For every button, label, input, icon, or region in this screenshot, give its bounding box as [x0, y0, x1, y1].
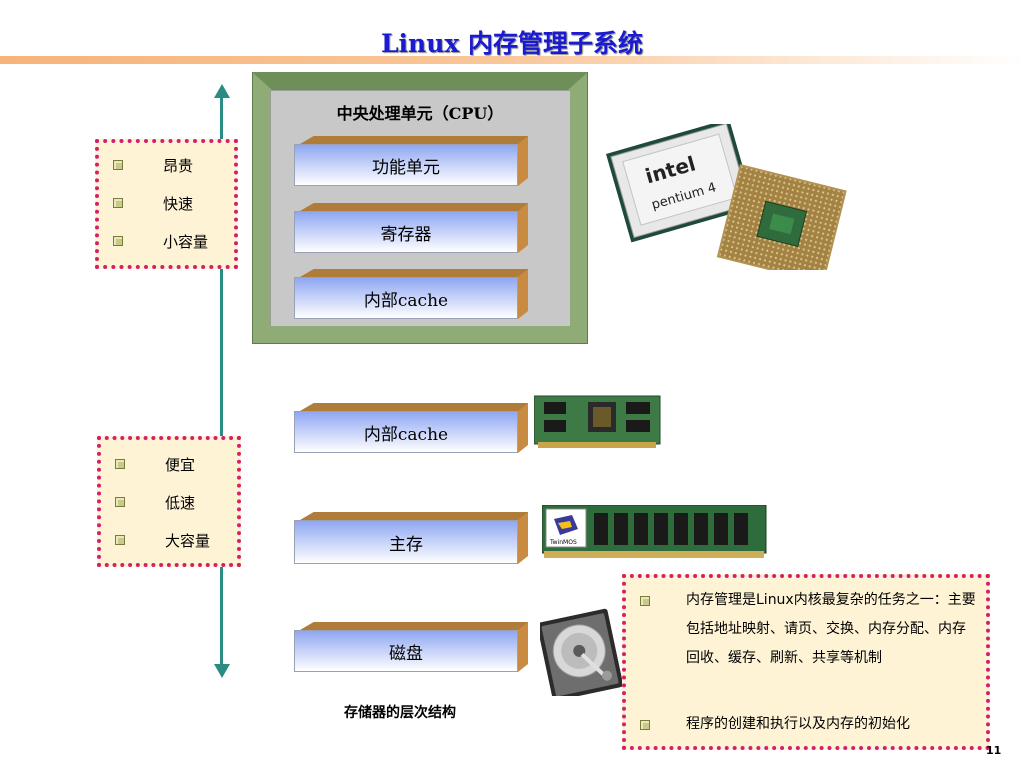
page-number: 11	[986, 744, 1002, 757]
cpu-chip-image: intel pentium 4	[606, 124, 847, 270]
bullet-icon	[113, 236, 123, 246]
unit-label: 磁盘	[294, 630, 518, 672]
bullet-icon	[115, 459, 125, 469]
cpu-cache-unit: 内部cache	[294, 269, 528, 319]
property-label: 大容量	[165, 531, 211, 550]
arrow-down-icon	[214, 664, 230, 678]
bullet-icon	[640, 596, 650, 606]
unit-label: 寄存器	[294, 211, 518, 253]
property-label: 昂贵	[163, 156, 194, 175]
list-item: 便宜	[115, 454, 195, 474]
bullet-icon	[113, 198, 123, 208]
title-underline	[0, 56, 1024, 64]
property-label: 快速	[163, 194, 194, 213]
cache-module-image	[534, 395, 661, 448]
property-label: 小容量	[163, 232, 209, 251]
memory-management-notes-box: 内存管理是Linux内核最复杂的任务之一：主要包括地址映射、请页、交换、内存分配…	[622, 574, 990, 750]
page-title: Linux 内存管理子系统	[380, 29, 644, 58]
fast-memory-properties-box: 昂贵 快速 小容量	[95, 139, 238, 269]
arrow-up-icon	[214, 84, 230, 98]
unit-label: 功能单元	[294, 144, 518, 186]
list-item: 大容量	[115, 530, 210, 550]
cpu-frame-bevel	[252, 72, 588, 90]
list-item: 昂贵	[113, 155, 193, 175]
slow-memory-properties-box: 便宜 低速 大容量	[97, 436, 241, 567]
ram-module-image: TwinMOS	[542, 505, 767, 558]
list-item: 快速	[113, 193, 193, 213]
list-item: 内存管理是Linux内核最复杂的任务之一：主要包括地址映射、请页、交换、内存分配…	[640, 586, 980, 673]
bullet-icon	[115, 497, 125, 507]
unit-label: 内部cache	[294, 411, 518, 453]
property-label: 便宜	[165, 455, 196, 474]
cpu-register-unit: 寄存器	[294, 203, 528, 253]
note-text: 程序的创建和执行以及内存的初始化	[686, 716, 910, 732]
cpu-functional-unit: 功能单元	[294, 136, 528, 186]
note-text: 内存管理是Linux内核最复杂的任务之一：主要包括地址映射、请页、交换、内存分配…	[686, 592, 976, 666]
unit-label: 内部cache	[294, 277, 518, 319]
bullet-icon	[115, 535, 125, 545]
list-item: 小容量	[113, 231, 208, 251]
bullet-icon	[640, 720, 650, 730]
list-item: 低速	[115, 492, 195, 512]
hierarchy-arrow-line	[220, 94, 223, 668]
list-item: 程序的创建和执行以及内存的初始化	[640, 710, 980, 739]
hard-disk-image	[540, 608, 624, 696]
external-cache-unit: 内部cache	[294, 403, 528, 453]
unit-label: 主存	[294, 520, 518, 564]
bullet-icon	[113, 160, 123, 170]
twinmos-label: TwinMOS	[549, 539, 577, 546]
main-memory-unit: 主存	[294, 512, 528, 564]
cpu-label: 中央处理单元（CPU）	[336, 104, 504, 123]
property-label: 低速	[165, 493, 196, 512]
diagram-caption: 存储器的层次结构	[344, 705, 456, 721]
disk-unit: 磁盘	[294, 622, 528, 672]
